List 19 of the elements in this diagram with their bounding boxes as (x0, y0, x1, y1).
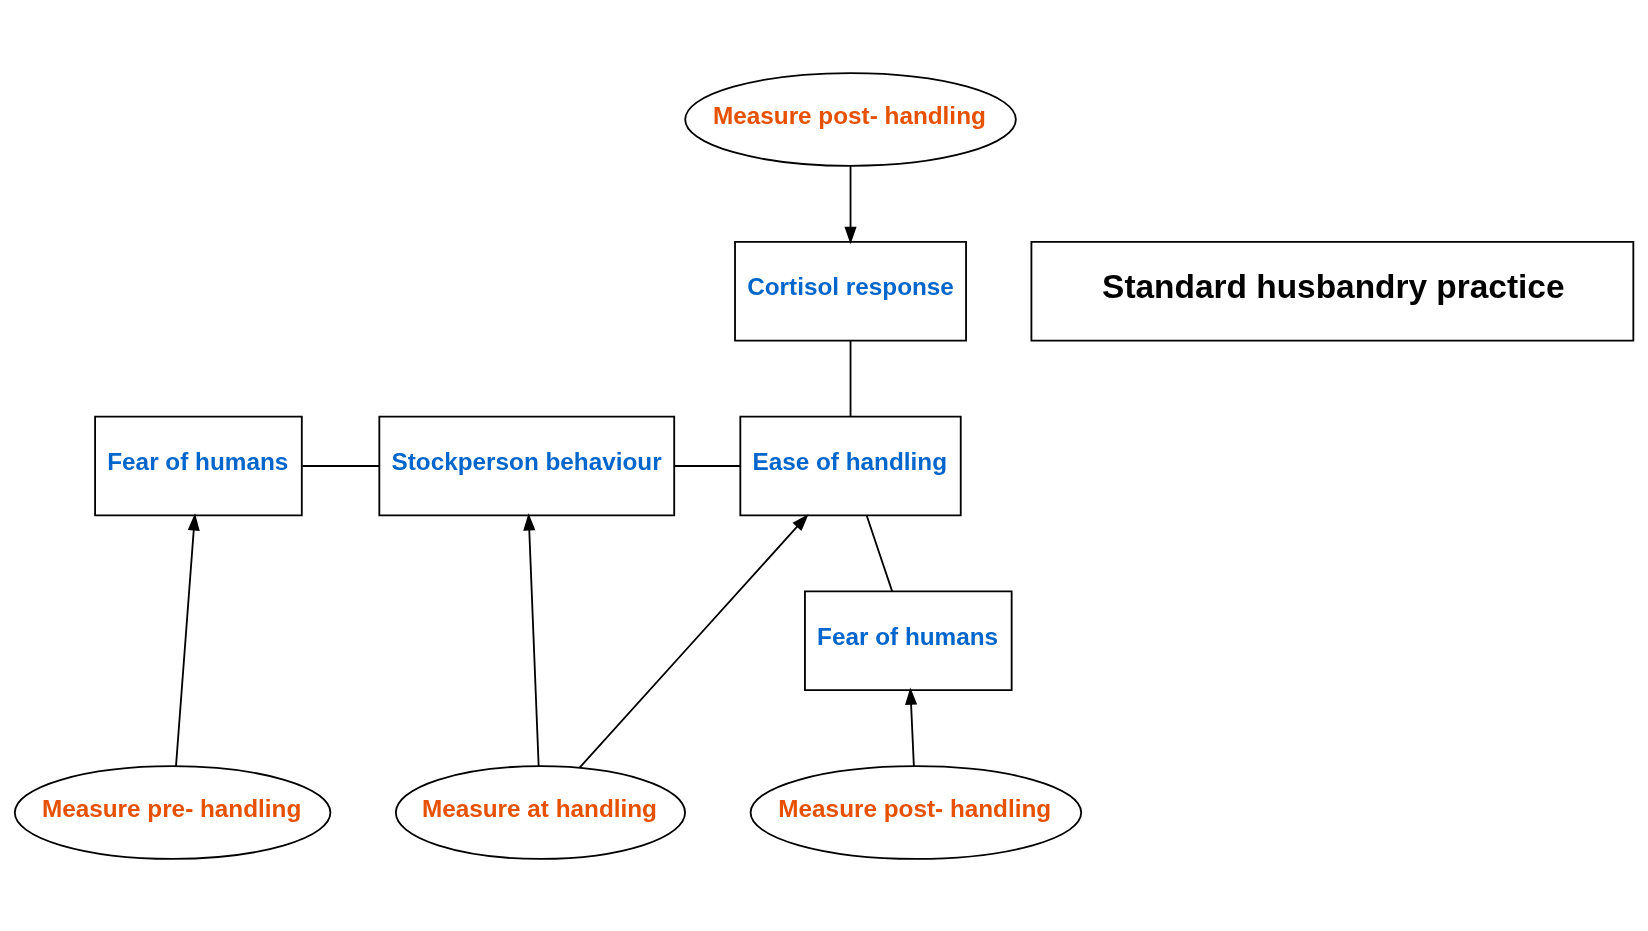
arrow (523, 512, 540, 767)
node-ellipse: Measure post- handling (684, 71, 1017, 167)
node-box: Cortisol response (734, 240, 967, 341)
node-box: Fear of humans (804, 590, 1013, 691)
arrow (175, 512, 200, 767)
arrow (905, 686, 918, 767)
node-box: Stockperson behaviour (378, 415, 676, 516)
node-box: Ease of handling (739, 415, 962, 516)
node-ellipse: Measure post- handling (749, 764, 1083, 860)
arrow (578, 513, 809, 769)
node-ellipse: Measure at handling (394, 764, 686, 860)
node-ellipse: Measure pre- handling (13, 764, 332, 860)
connector (865, 514, 894, 592)
node-box: Fear of humans (94, 415, 303, 516)
arrow (844, 164, 857, 244)
connector (849, 339, 852, 417)
connector (301, 464, 380, 467)
node-box: Standard husbandry practice (1030, 240, 1635, 341)
connector (673, 464, 741, 467)
